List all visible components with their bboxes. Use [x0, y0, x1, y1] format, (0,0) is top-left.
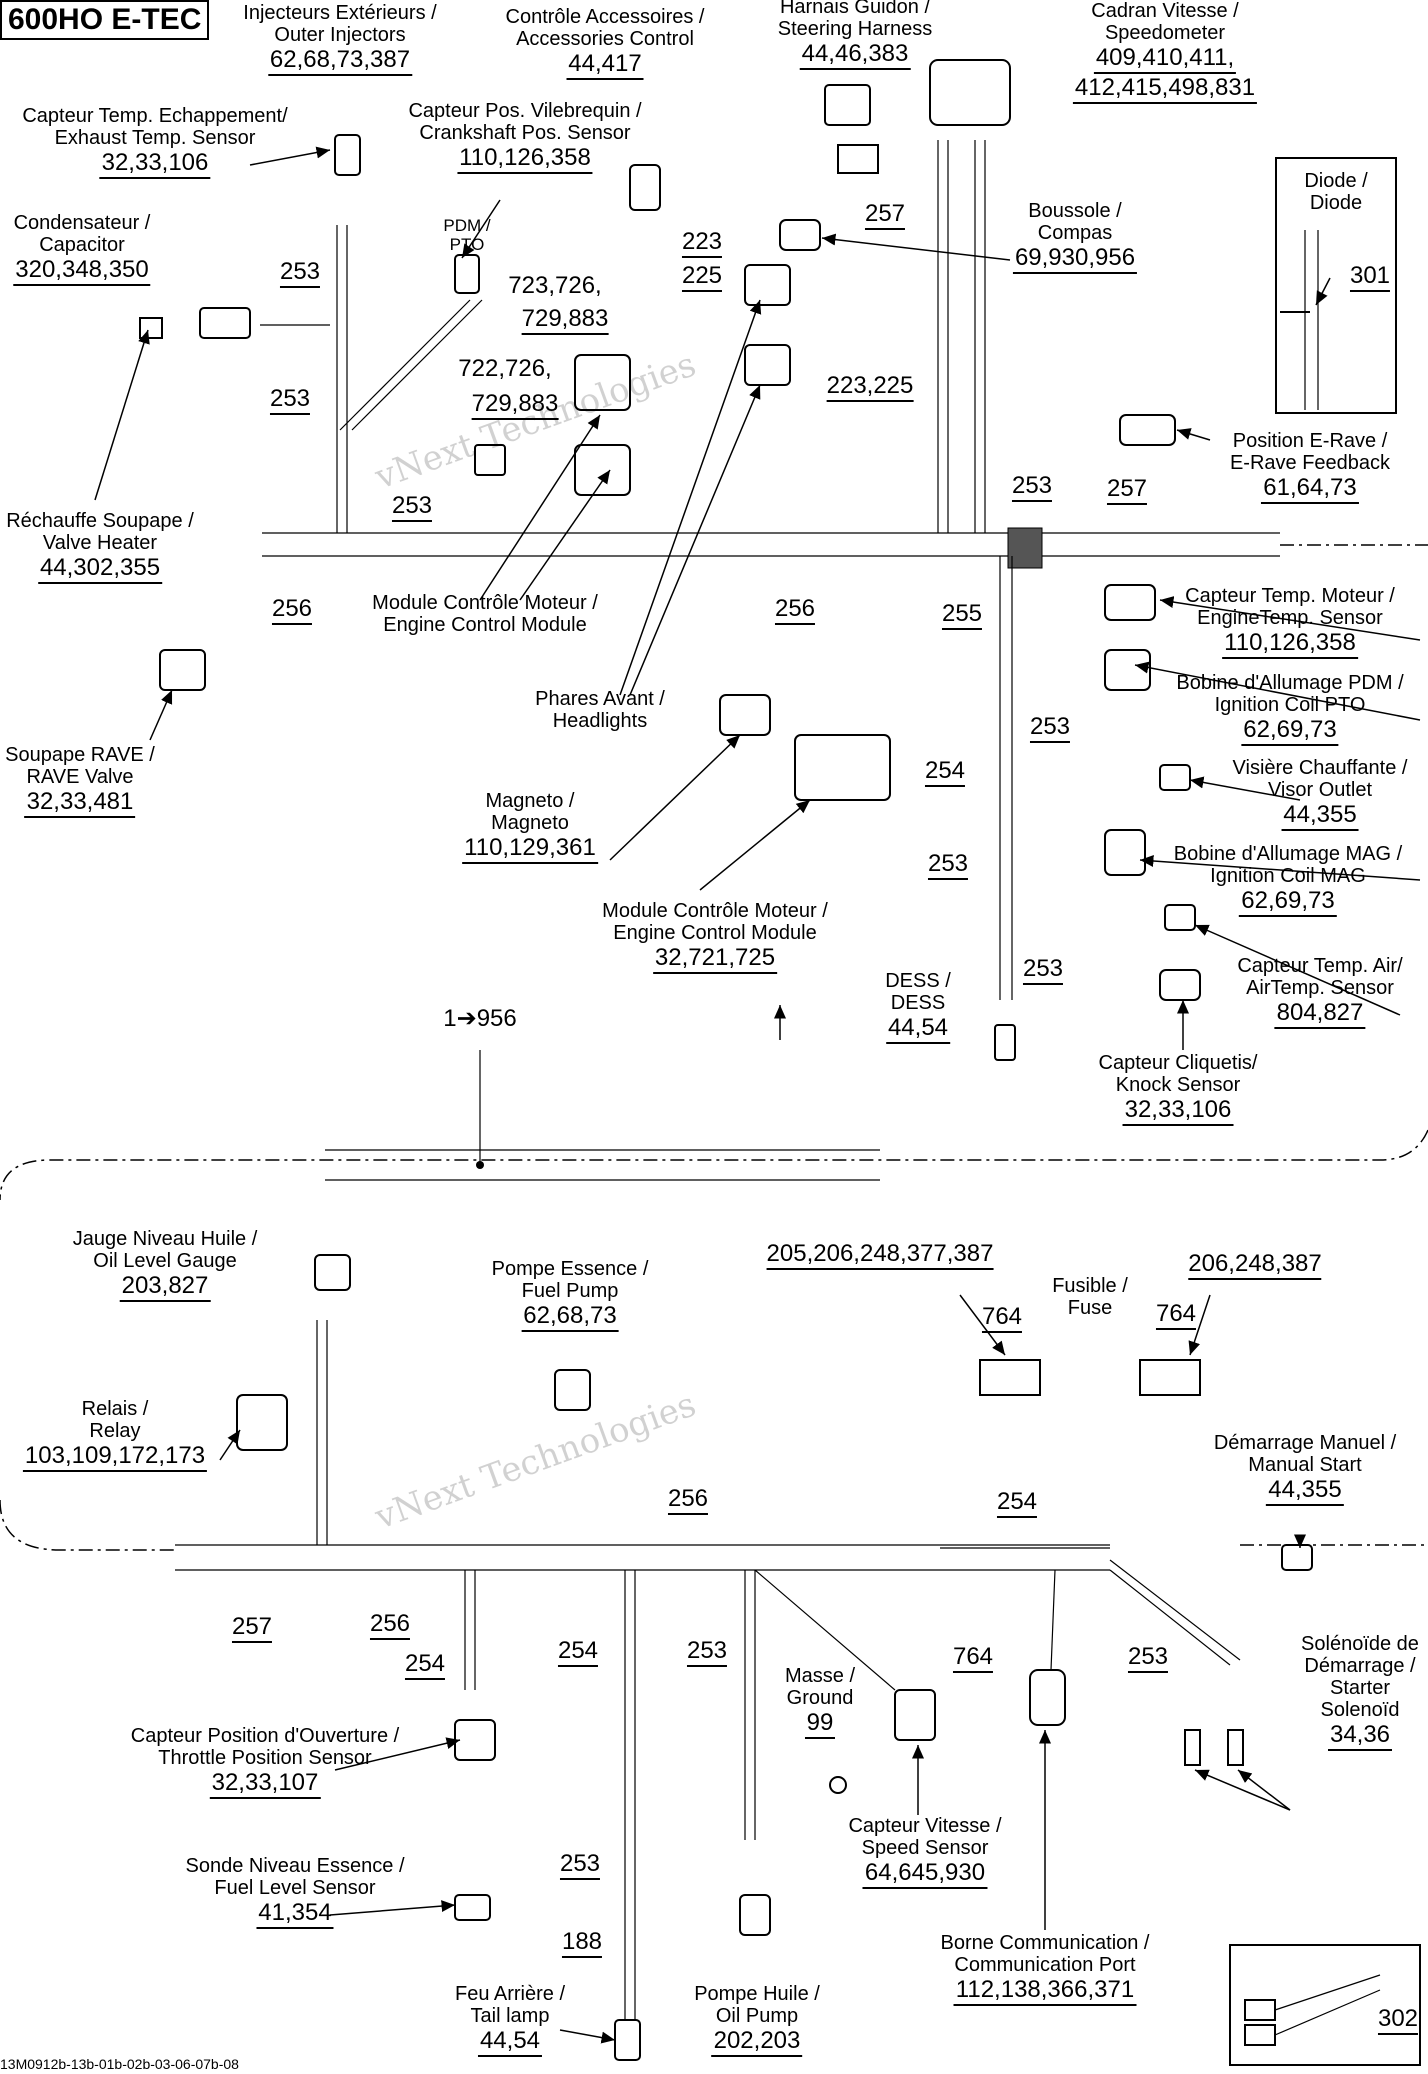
wire-ref: 254	[924, 757, 966, 787]
upper-main-harness	[260, 140, 1428, 1000]
wire-ref: 253	[1011, 472, 1053, 502]
upper-connectors	[139, 59, 1201, 1061]
label-crankshaft-pos-sensor: Capteur Pos. Vilebrequin /Crankshaft Pos…	[408, 100, 642, 174]
label-pdm-pto: PDM /PTO	[443, 216, 491, 254]
wire-ref: 764	[1155, 1300, 1197, 1330]
label-engine-control-module: Module Contrôle Moteur /Engine Control M…	[372, 592, 598, 636]
wire-ref: 254	[996, 1488, 1038, 1518]
wire-ref: 257	[864, 200, 906, 230]
upper-leaders	[94, 146, 1421, 1050]
wire-ref: 255	[941, 600, 983, 630]
wire-ref: 723,726,	[508, 272, 602, 299]
wire-ref: 188	[561, 1928, 603, 1958]
wire-ref: 256	[774, 595, 816, 625]
bottom-inset	[1229, 1944, 1421, 2066]
drawing-number: 13M0912b-13b-01b-02b-03-06-07b-08	[0, 2056, 239, 2072]
wire-ref: 257	[231, 1613, 273, 1643]
wire-ref: 729,883	[471, 390, 559, 420]
wire-ref: 253	[1029, 713, 1071, 743]
wire-ref: 722,726,	[458, 355, 552, 382]
wire-ref: 253	[279, 258, 321, 288]
wire-ref: 253	[927, 850, 969, 880]
wire-ref: 302	[1377, 2005, 1419, 2035]
wire-ref: 729,883	[521, 305, 609, 335]
label-throttle-position-sensor: Capteur Position d'Ouverture /Throttle P…	[131, 1725, 399, 1799]
wire-ref: 223	[681, 228, 723, 258]
label-ignition-coil-pto: Bobine d'Allumage PDM /Ignition Coil PTO…	[1176, 672, 1404, 746]
label-fuse: Fusible /Fuse	[1052, 1275, 1128, 1319]
label-engine-temp-sensor: Capteur Temp. Moteur /EngineTemp. Sensor…	[1185, 585, 1395, 659]
wire-ref: 206,248,387	[1188, 1250, 1322, 1280]
break-line	[0, 1050, 1428, 1551]
diagram-title: 600HO E-TEC	[0, 0, 210, 40]
wire-ref: 253	[269, 385, 311, 415]
wire-ref: 253	[1127, 1643, 1169, 1673]
wire-ref: 254	[404, 1650, 446, 1680]
wire-ref: 256	[271, 595, 313, 625]
wire-ref: 764	[981, 1303, 1023, 1333]
wire-ref: 256	[369, 1610, 411, 1640]
label-headlights: Phares Avant /Headlights	[535, 688, 665, 732]
wire-ref: 764	[952, 1643, 994, 1673]
wire-ref: 253	[686, 1637, 728, 1667]
label-accessories-control: Contrôle Accessoires /Accessories Contro…	[506, 6, 704, 80]
wire-ref: 256	[667, 1485, 709, 1515]
label-ignition-coil-mag: Bobine d'Allumage MAG /Ignition Coil MAG…	[1174, 843, 1402, 917]
wire-ref: 253	[391, 492, 433, 522]
diode-inset	[1275, 157, 1397, 414]
wire-ref: 253	[1022, 955, 1064, 985]
lower-leaders	[219, 1294, 1306, 2044]
wire-ref: 254	[557, 1637, 599, 1667]
wire-ref: 1➔956	[443, 1005, 517, 1032]
wire-ref: 257	[1106, 475, 1148, 505]
wire-ref: 205,206,248,377,387	[766, 1240, 994, 1270]
label-diode: Diode /Diode	[1304, 170, 1368, 214]
label-engine-control-module-2: Module Contrôle Moteur /Engine Control M…	[602, 900, 828, 974]
lower-main-harness	[175, 1320, 1428, 2020]
lower-connectors	[236, 1254, 1313, 2061]
label-diode-ref: 301	[1349, 262, 1391, 292]
wire-ref: 223,225	[826, 372, 914, 402]
label-exhaust-temp-sensor: Capteur Temp. Echappement/Exhaust Temp. …	[22, 105, 288, 179]
wire-ref: 253	[559, 1850, 601, 1880]
wire-ref: 225	[681, 262, 723, 292]
